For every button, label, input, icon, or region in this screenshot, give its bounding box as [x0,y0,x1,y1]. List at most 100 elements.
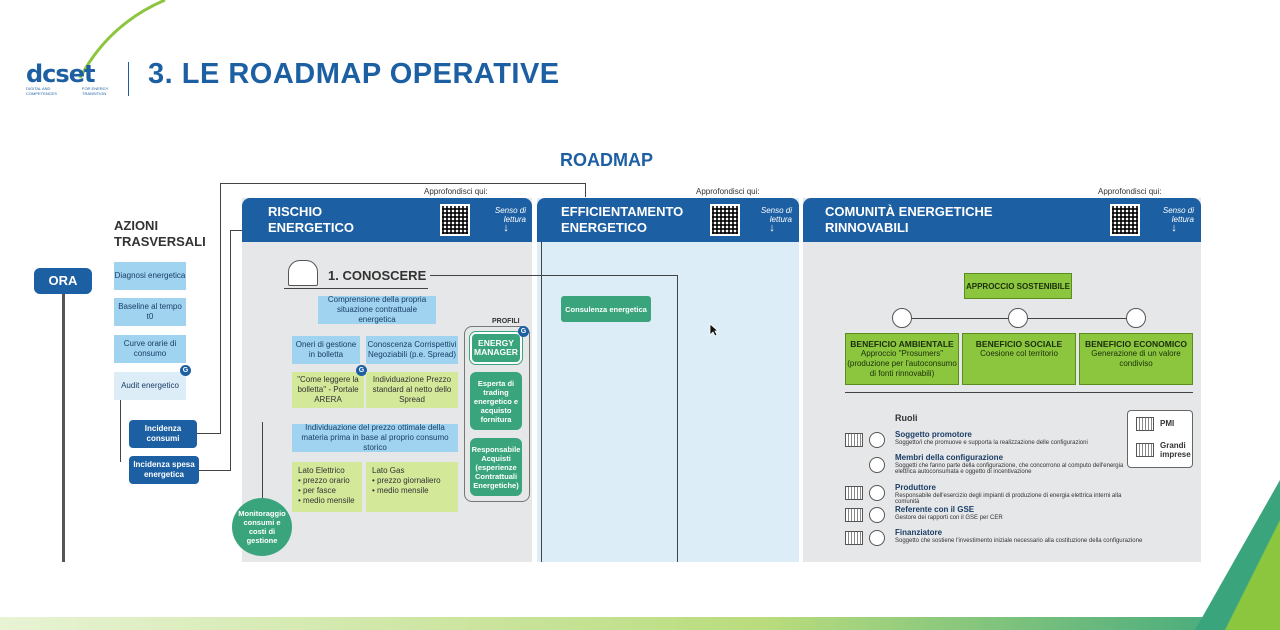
beneficio-desc: Coesione col territorio [980,349,1058,358]
legend-box: PMI Grandi imprese [1127,410,1193,468]
beneficio-economico: BENEFICIO ECONOMICO Generazione di un va… [1079,333,1193,385]
connector-incidenza [197,433,221,434]
profili-label: PROFILI [492,318,520,325]
qr-code-efficientamento[interactable] [710,204,740,236]
efficientamento-title: EFFICIENTAMENTO ENERGETICO [561,204,684,235]
approfondisci-label-3: Approfondisci qui: [1098,187,1162,196]
ruolo-title: Soggetto promotore [895,430,972,439]
legend-pmi: PMI [1160,419,1175,428]
azione-audit: Audit energetico [114,372,186,400]
ruolo-item: Produttore Responsabile dell'esercizio d… [845,483,1125,505]
connector-top [220,183,586,184]
conoscere-underline [284,288,428,289]
connector-top-right [585,183,586,197]
ruolo-desc: Responsabile dell'esercizio degli impian… [895,493,1122,505]
ruolo-title: Finanziatore [895,528,943,537]
building-icon [845,531,863,545]
profili-frame [464,326,530,502]
energy-manager-box: ENERGY MANAGER [469,331,523,365]
senso-label: Senso di lettura [1162,206,1194,224]
qr-code-rischio[interactable] [440,204,470,236]
money-bag-icon [1126,308,1146,328]
efficientamento-left-line [541,242,542,562]
oneri-box: Oneri di gestione in bolletta [292,336,360,364]
approccio-box: APPROCCIO SOSTENIBILE [964,273,1072,299]
logo-text: dcset [26,60,95,88]
senso-lettura-rischio: Senso di lettura ↓ [486,206,526,234]
beneficio-title: BENEFICIO AMBIENTALE [850,339,954,349]
arrow-down-icon: ↓ [1171,222,1177,234]
head-icon [288,260,318,286]
factory-icon [869,432,885,448]
ruoli-divider [845,392,1193,393]
azioni-title: AZIONI TRASVERSALI [114,218,206,249]
g-badge-bolletta: G [356,365,367,376]
monitoraggio-circle: Monitoraggio consumi e costi di gestione [232,498,292,556]
lato-gas-item: • prezzo giornaliero [372,476,441,485]
azioni-connector [120,400,121,462]
building-icon [845,508,863,522]
lato-elettrico-box: Lato Elettrico • prezzo orario • per fas… [292,462,362,512]
comunita-title: COMUNITÀ ENERGETICHE RINNOVABILI [825,204,993,235]
bottom-bar [0,617,1280,630]
beneficio-sociale: BENEFICIO SOCIALE Coesione col territori… [962,333,1076,385]
building-icon [845,433,863,447]
connector-spesa-up [230,230,231,471]
ruolo-item: Soggetto promotore Soggetto/i che promuo… [845,430,1125,452]
connector-top-left [220,183,221,433]
ruolo-desc: Soggetto che sostiene l'investimento ini… [895,538,1143,544]
monitoraggio-line [262,422,263,500]
beneficio-title: BENEFICIO ECONOMICO [1084,339,1187,349]
legend-grandi: Grandi imprese [1160,441,1191,459]
logo-tagline-left: DIGITAL AND COMPETENCES [26,86,57,96]
comunita-header: COMUNITÀ ENERGETICHE RINNOVABILI [803,198,1201,242]
ruolo-title: Membri della configurazione [895,453,1004,462]
individuazione-ottimale-box: Individuazione del prezzo ottimale della… [292,423,458,452]
approfondisci-label-2: Approfondisci qui: [696,187,760,196]
conoscenza-box: Conoscenza Corrispettivi Negoziabili (p.… [366,336,458,364]
approfondisci-label-1: Approfondisci qui: [424,187,488,196]
lato-gas-title: Lato Gas [372,466,405,475]
azione-curve-orarie: Curve orarie di consumo [114,335,186,363]
ora-badge: ORA [34,268,92,294]
ruolo-item: Referente con il GSE Gestore dei rapport… [845,505,1125,527]
lato-elettrico-item: • per fasce [298,486,336,495]
esperta-box: Esperta di trading energetico e acquisto… [470,372,522,430]
ruolo-title: Produttore [895,483,936,492]
senso-lettura-efficientamento: Senso di lettura ↓ [752,206,792,234]
incidenza-consumi: Incidenza consumi [129,420,197,448]
corner-decoration [1195,480,1280,630]
arrow-down-icon: ↓ [769,222,775,234]
beneficio-desc: Approccio "Prosumers" (produzione per l'… [847,349,957,378]
beneficio-ambientale: BENEFICIO AMBIENTALE Approccio "Prosumer… [845,333,959,385]
factory-icon [869,507,885,523]
roadmap-title: ROADMAP [560,150,653,170]
ruoli-title: Ruoli [895,413,918,423]
rischio-header: RISCHIO ENERGETICO [242,198,532,242]
logo: dcset DIGITAL AND COMPETENCES FOR ENERGY… [26,60,122,96]
qr-code-comunita[interactable] [1110,204,1140,236]
azione-diagnosi: Diagnosi energetica [114,262,186,290]
connector-spesa-head [230,230,242,231]
senso-label: Senso di lettura [760,206,792,224]
ruolo-title: Referente con il GSE [895,505,975,514]
factory-icon [869,530,885,546]
individuazione-prezzo-box: Individuazione Prezzo standard al netto … [366,372,458,408]
logo-divider [128,62,129,96]
factory-icon [869,457,885,473]
ruolo-item: Finanziatore Soggetto che sostiene l'inv… [845,528,1142,550]
logo-tagline-right: FOR ENERGY TRANSITION [82,86,109,96]
earth-icon [892,308,912,328]
efficientamento-column [537,198,799,562]
lato-gas-box: Lato Gas • prezzo giornaliero • medio me… [366,462,458,512]
rischio-title: RISCHIO ENERGETICO [268,204,354,235]
come-leggere-box: "Come leggere la bolletta" - Portale ARE… [292,372,364,408]
lato-elettrico-title: Lato Elettrico [298,466,345,475]
beneficio-desc: Generazione di un valore condiviso [1091,349,1181,368]
conoscere-title: 1. CONOSCERE [328,268,427,283]
conoscere-arrow-line [430,275,678,276]
ruolo-item: Membri della configurazione Soggetti che… [845,453,1125,479]
building-icon [845,486,863,500]
efficientamento-vline [677,275,678,562]
g-badge-energy-manager: G [518,326,529,337]
